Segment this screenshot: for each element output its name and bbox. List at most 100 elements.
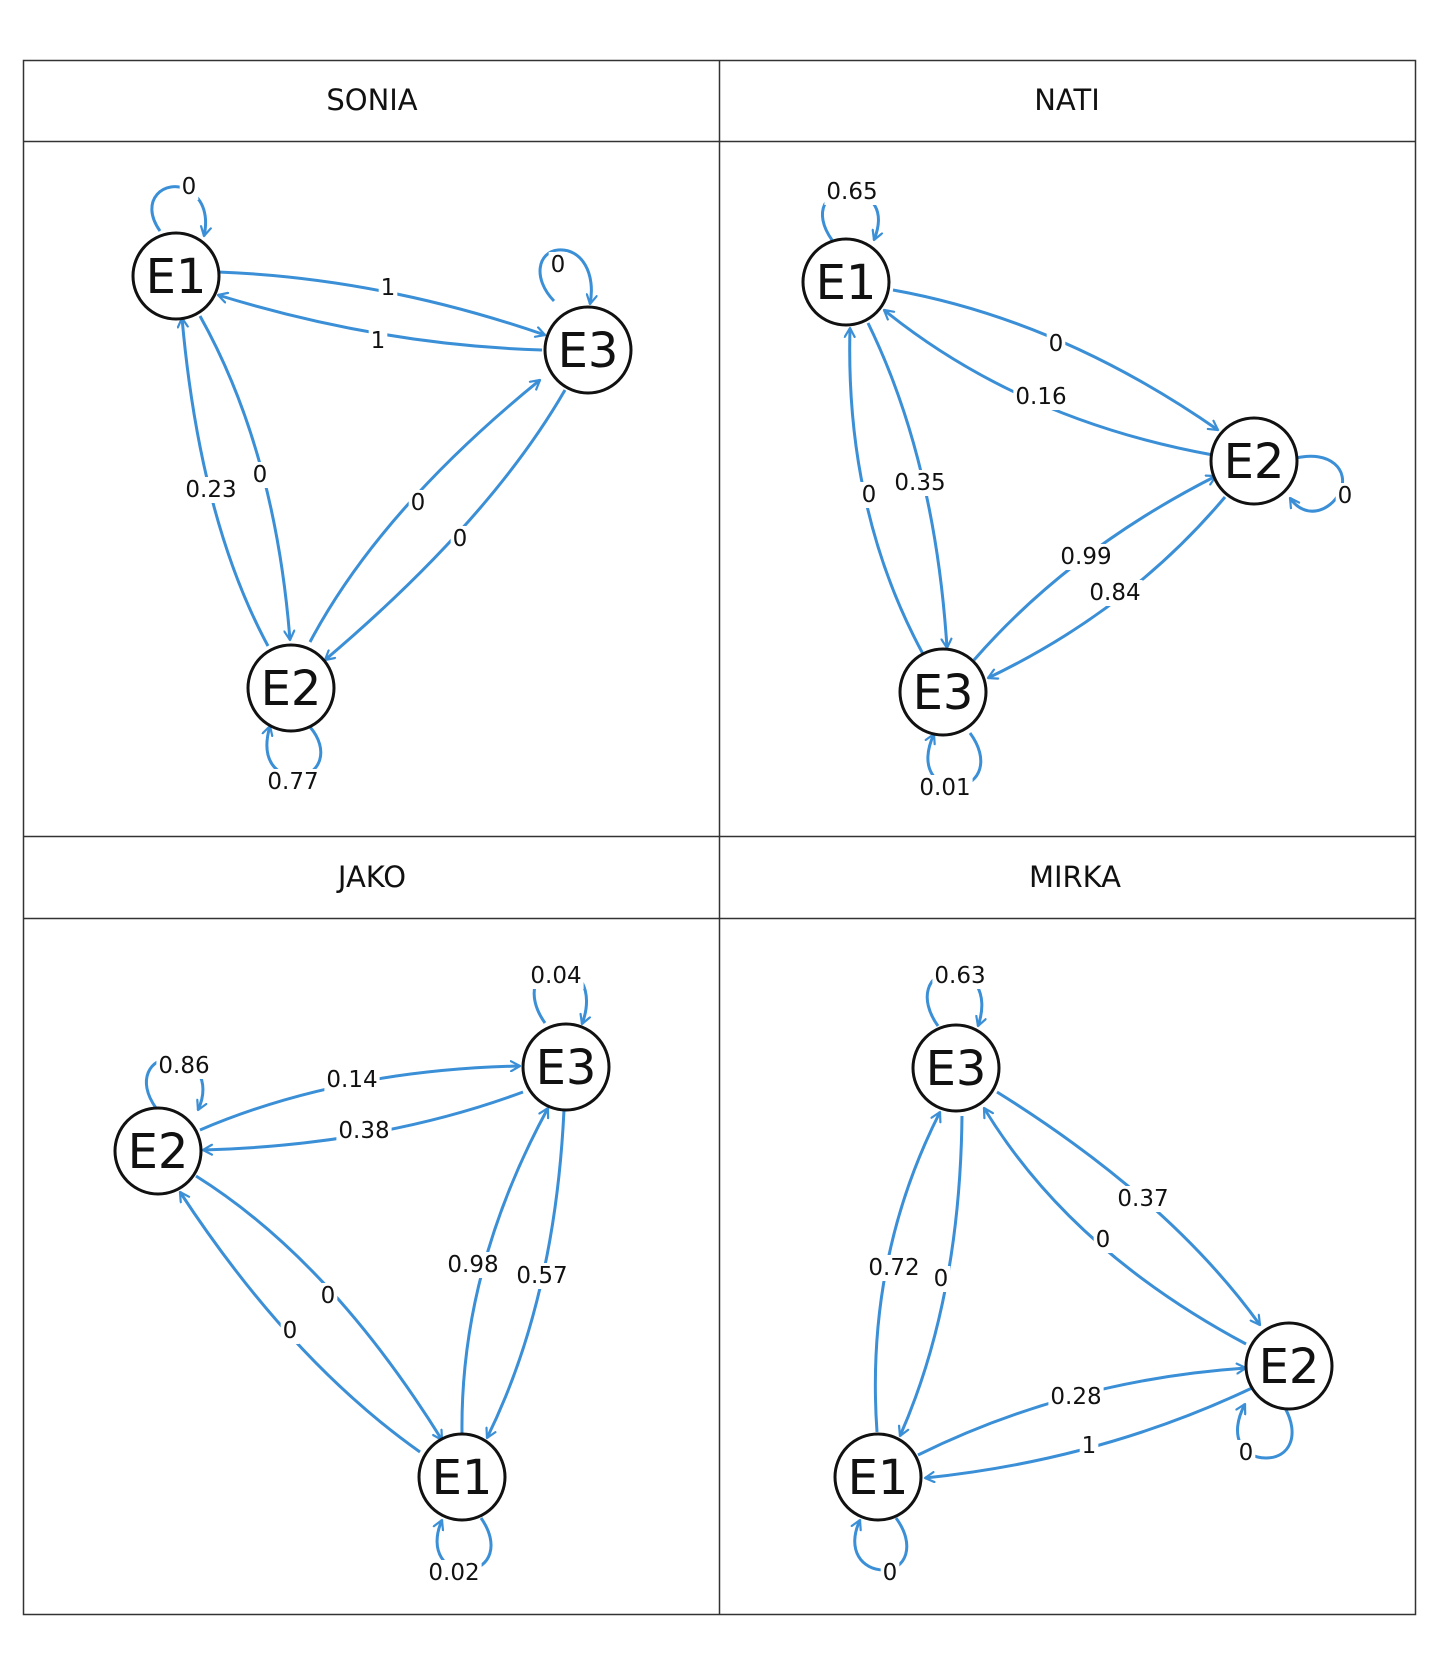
edge-label-background: [514, 1263, 570, 1289]
label-mirka-loop-e1: 0: [883, 1560, 898, 1586]
edge-label-background: [318, 1283, 338, 1309]
label-mirka-e2-e1: 1: [1082, 1433, 1097, 1459]
node-label: E3: [913, 665, 974, 721]
label-mirka-e3-e1: 0: [934, 1266, 949, 1292]
edge-label-background: [426, 1560, 482, 1586]
label-mirka-e1-e3: 0.72: [868, 1255, 919, 1281]
edge-label-background: [1236, 1440, 1256, 1466]
panel-title-jako: JAKO: [336, 860, 406, 894]
node-nati-e2: E2: [1209, 416, 1299, 506]
node-label: E2: [1224, 434, 1285, 490]
node-mirka-e1: E1: [833, 1432, 923, 1522]
node-nati-e1: E1: [801, 237, 891, 327]
node-mirka-e3: E3: [911, 1023, 1001, 1113]
panel-nati: 0 0.16 0.35 0 0.99 0.84 0.65 0 0.01 E1 E…: [801, 179, 1355, 801]
node-sonia-e2: E2: [246, 643, 336, 733]
edge-label-background: [1335, 483, 1355, 509]
edge-label-background: [866, 1255, 922, 1281]
label-sonia-e1-e2: 0: [253, 462, 268, 488]
edge-label-background: [368, 328, 388, 354]
loop-mirka-e2: [1238, 1404, 1294, 1460]
label-jako-e1-e2: 0: [283, 1318, 298, 1344]
label-nati-e1-e2: 0: [1049, 331, 1064, 357]
node-label: E2: [1259, 1339, 1320, 1395]
edge-label-background: [336, 1118, 392, 1144]
node-circle: [521, 1022, 611, 1112]
label-sonia-e2-e3: 0: [411, 490, 426, 516]
node-circle: [246, 643, 336, 733]
node-circle: [833, 1432, 923, 1522]
edge-label-background: [179, 174, 199, 200]
edge-label-background: [1093, 1227, 1113, 1253]
label-jako-loop-e2: 0.86: [158, 1053, 209, 1079]
edge-sonia-e3-e2: [325, 389, 567, 662]
label-nati-loop-e2: 0: [1338, 483, 1353, 509]
edge-label-background: [859, 482, 879, 508]
edge-label-background: [1115, 1186, 1171, 1212]
label-sonia-e3-e2: 0: [453, 526, 468, 552]
label-nati-e2-e3: 0.84: [1089, 580, 1140, 606]
node-label: E1: [816, 255, 877, 311]
label-mirka-loop-e2: 0: [1239, 1440, 1254, 1466]
edge-label-background: [450, 526, 470, 552]
node-circle: [113, 1106, 203, 1196]
node-jako-e3: E3: [521, 1022, 611, 1112]
panel-sonia: 1 1 0 0.23 0 0 0 0 0.77 E1 E3 E2: [131, 174, 633, 795]
label-sonia-loop-e1: 0: [182, 174, 197, 200]
panel-mirka: 0.37 0 0.72 0 0.28 1 0.63 0 0 E3 E2 E1: [833, 963, 1334, 1586]
label-nati-e3-e2: 0.99: [1060, 544, 1111, 570]
node-nati-e3: E3: [898, 647, 988, 737]
edge-jako-e1-e2: [178, 1192, 421, 1454]
node-circle: [1209, 416, 1299, 506]
label-sonia-loop-e2: 0.77: [267, 769, 318, 795]
label-sonia-e3-e1: 1: [371, 328, 386, 354]
node-mirka-e2: E2: [1244, 1321, 1334, 1411]
edge-label-background: [265, 769, 321, 795]
label-nati-loop-e3: 0.01: [919, 775, 970, 801]
label-jako-e3-e2: 0.38: [338, 1118, 389, 1144]
node-jako-e2: E2: [113, 1106, 203, 1196]
edge-label-background: [892, 470, 948, 496]
label-jako-e2-e3: 0.14: [326, 1067, 377, 1093]
label-mirka-e3-e2: 0.37: [1117, 1186, 1168, 1212]
label-mirka-e2-e3: 0: [1096, 1227, 1111, 1253]
edge-label-background: [824, 179, 880, 205]
edge-label-background: [280, 1318, 300, 1344]
edge-label-background: [931, 1266, 951, 1292]
node-label: E1: [848, 1450, 909, 1506]
edge-label-background: [1013, 384, 1069, 410]
node-circle: [543, 305, 633, 395]
edge-label-background: [1087, 580, 1143, 606]
edge-label-background: [1079, 1433, 1099, 1459]
node-jako-e1: E1: [417, 1432, 507, 1522]
node-sonia-e1: E1: [131, 231, 221, 321]
node-circle: [417, 1432, 507, 1522]
label-mirka-e1-e2: 0.28: [1050, 1384, 1101, 1410]
edge-label-background: [408, 490, 428, 516]
node-circle: [911, 1023, 1001, 1113]
node-label: E2: [128, 1124, 189, 1180]
edge-labels-mirka: 0.37 0 0.72 0 0.28 1 0.63 0 0: [866, 963, 1256, 1586]
edge-label-background: [324, 1067, 380, 1093]
edge-mirka-e2-e3: [982, 1108, 1247, 1346]
node-circle: [1244, 1321, 1334, 1411]
node-label: E3: [558, 323, 619, 379]
node-label: E2: [261, 661, 322, 717]
edge-label-background: [1058, 544, 1114, 570]
panel-title-mirka: MIRKA: [1029, 860, 1121, 894]
label-mirka-loop-e3: 0.63: [934, 963, 985, 989]
label-nati-e2-e1: 0.16: [1015, 384, 1066, 410]
edge-label-background: [932, 963, 988, 989]
edge-labels-jako: 0.14 0.38 0 0 0.98 0.57 0.04 0.86 0.02: [156, 963, 584, 1586]
label-jako-e3-e1: 0.57: [516, 1263, 567, 1289]
label-jako-e1-e3: 0.98: [447, 1252, 498, 1278]
panel-title-nati: NATI: [1034, 83, 1100, 117]
edge-label-background: [183, 477, 239, 503]
node-label: E3: [926, 1041, 987, 1097]
edge-labels-sonia: 1 1 0 0.23 0 0 0 0 0.77: [179, 174, 568, 795]
label-sonia-loop-e3: 0: [551, 252, 566, 278]
panel-title-sonia: SONIA: [326, 83, 417, 117]
loop-sonia-e3: [538, 248, 591, 304]
node-circle: [131, 231, 221, 321]
